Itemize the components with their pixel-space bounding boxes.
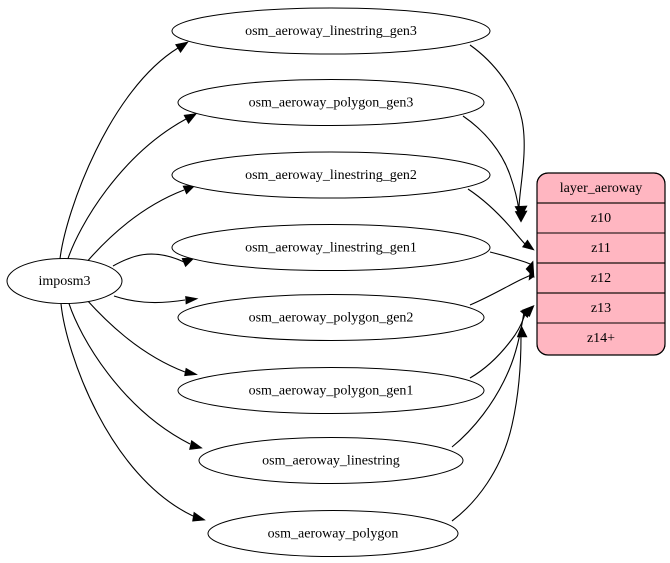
layer-aeroway-row-z14plus[interactable]: z14+ (587, 331, 615, 346)
edge-group-tables-to-layer (451, 44, 535, 522)
node-osm-aeroway-linestring[interactable]: osm_aeroway_linestring (198, 437, 464, 484)
edge-imposm3-to-linestring (68, 303, 203, 450)
node-osm-aeroway-polygon[interactable]: osm_aeroway_polygon (207, 510, 459, 557)
node-osm-aeroway-linestring-gen3-label: osm_aeroway_linestring_gen3 (245, 24, 417, 39)
node-osm-aeroway-polygon-gen3-shape[interactable] (177, 79, 485, 126)
layer-aeroway-body[interactable] (536, 172, 666, 356)
node-osm-aeroway-linestring-gen2-label: osm_aeroway_linestring_gen2 (245, 168, 417, 183)
node-osm-aeroway-linestring-gen1[interactable]: osm_aeroway_linestring_gen1 (171, 224, 491, 271)
layer-aeroway-title: layer_aeroway (560, 181, 642, 196)
node-imposm3-label: imposm3 (38, 274, 90, 289)
node-osm-aeroway-polygon-gen1-label: osm_aeroway_polygon_gen1 (249, 384, 414, 399)
edge-imposm3-to-polygon (60, 303, 206, 522)
edge-linestring-gen1-to-z12 (489, 251, 535, 279)
node-imposm3[interactable]: imposm3 (6, 258, 123, 304)
node-osm-aeroway-polygon-gen3[interactable]: osm_aeroway_polygon_gen3 (177, 79, 485, 126)
node-osm-aeroway-linestring-gen1-shape[interactable] (171, 224, 491, 271)
edge-polygon-gen2-to-z12 (469, 270, 535, 306)
node-osm-aeroway-linestring-gen3-shape[interactable] (171, 7, 491, 55)
node-osm-aeroway-linestring-gen1-label: osm_aeroway_linestring_gen1 (245, 241, 417, 256)
node-osm-aeroway-polygon-gen2-shape[interactable] (177, 294, 485, 341)
node-osm-aeroway-polygon-gen1[interactable]: osm_aeroway_polygon_gen1 (177, 367, 485, 414)
edge-polygon-to-z14 (451, 325, 528, 522)
node-osm-aeroway-polygon-gen2[interactable]: osm_aeroway_polygon_gen2 (177, 294, 485, 341)
node-osm-aeroway-polygon-shape[interactable] (207, 510, 459, 557)
layer-aeroway-row-z12[interactable]: z12 (591, 271, 611, 286)
node-osm-aeroway-polygon-gen2-label: osm_aeroway_polygon_gen2 (249, 311, 414, 326)
node-osm-aeroway-polygon-gen3-label: osm_aeroway_polygon_gen3 (249, 96, 414, 111)
node-group-tables: osm_aeroway_linestring_gen3 osm_aeroway_… (171, 7, 491, 557)
node-osm-aeroway-linestring-label: osm_aeroway_linestring (262, 454, 400, 469)
edge-imposm3-to-polygon-gen3 (67, 113, 198, 259)
node-osm-aeroway-linestring-gen2[interactable]: osm_aeroway_linestring_gen2 (171, 151, 491, 199)
layer-aeroway-row-z13[interactable]: z13 (591, 301, 611, 316)
edge-group-source-to-tables (59, 41, 206, 522)
layer-aeroway-table[interactable]: layer_aeroway z10 z11 z12 z13 z14+ (536, 172, 666, 356)
node-osm-aeroway-polygon-label: osm_aeroway_polygon (268, 527, 399, 542)
edge-imposm3-to-polygon-gen2 (113, 295, 199, 305)
edge-imposm3-to-linestring-gen3 (59, 41, 189, 259)
edge-imposm3-to-polygon-gen1 (85, 298, 198, 377)
layer-aeroway-row-z11[interactable]: z11 (591, 241, 611, 256)
edge-linestring-gen2-to-z11 (467, 188, 535, 251)
node-imposm3-shape[interactable] (6, 258, 123, 304)
layer-aeroway-outline (536, 172, 666, 356)
edge-linestring-gen3-to-z10 (469, 44, 528, 219)
edge-polygon-gen3-to-z10 (462, 115, 528, 223)
layer-aeroway-row-z10[interactable]: z10 (591, 211, 611, 226)
node-osm-aeroway-linestring-shape[interactable] (198, 437, 464, 484)
node-osm-aeroway-polygon-gen1-shape[interactable] (177, 367, 485, 414)
node-osm-aeroway-linestring-gen2-shape[interactable] (171, 151, 491, 199)
node-osm-aeroway-linestring-gen3[interactable]: osm_aeroway_linestring_gen3 (171, 7, 491, 55)
